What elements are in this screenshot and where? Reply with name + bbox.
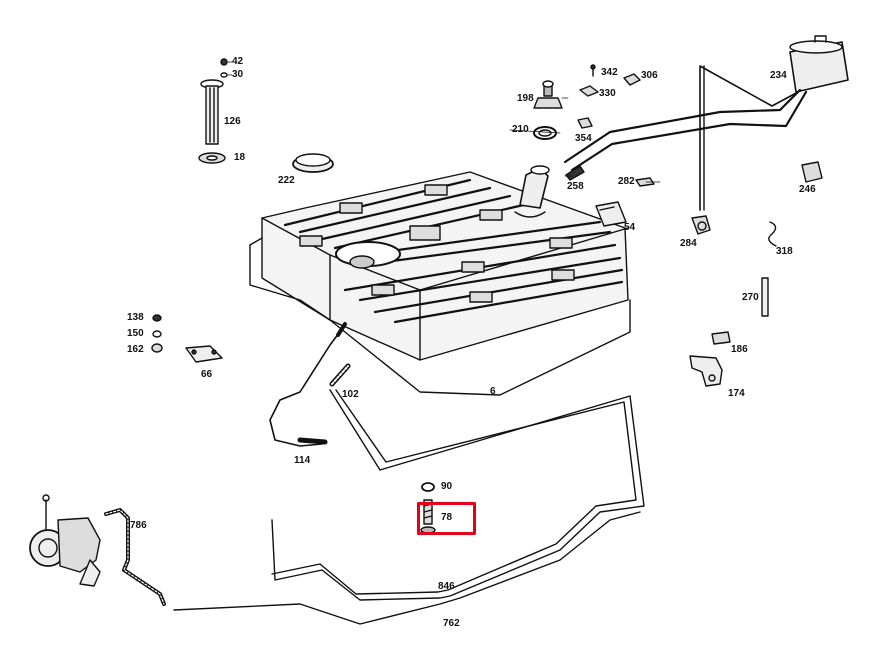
hose-piece — [329, 363, 351, 387]
leader-lines — [227, 61, 661, 183]
part-label-342: 342 — [601, 67, 618, 78]
part-label-282: 282 — [618, 176, 635, 187]
part-label-90: 90 — [441, 481, 453, 492]
small-parts-right — [595, 161, 823, 387]
part-label-318: 318 — [776, 246, 793, 257]
part-label-78: 78 — [441, 512, 453, 523]
small-fasteners-top — [577, 64, 641, 129]
part-label-270: 270 — [742, 292, 759, 303]
filler-cap — [533, 80, 563, 140]
part-label-786: 786 — [130, 520, 147, 531]
part-label-114: 114 — [294, 455, 311, 466]
fuel-sender-assembly — [198, 58, 228, 164]
part-label-210: 210 — [512, 124, 529, 135]
part-label-198: 198 — [517, 93, 534, 104]
part-label-284: 284 — [680, 238, 697, 249]
fuel-pump — [29, 494, 166, 606]
highlight-box — [417, 502, 476, 535]
part-label-54: 54 — [624, 222, 636, 233]
part-label-66: 66 — [201, 369, 213, 380]
part-label-6: 6 — [490, 386, 496, 397]
part-label-330: 330 — [599, 88, 616, 99]
small-parts-left — [151, 314, 223, 363]
part-label-222: 222 — [278, 175, 295, 186]
part-label-846: 846 — [438, 581, 455, 592]
part-label-18: 18 — [234, 152, 246, 163]
vent-canister-and-lines — [563, 35, 849, 211]
part-label-762: 762 — [443, 618, 460, 629]
fuel-tank — [249, 165, 631, 396]
fuel-lines — [173, 322, 645, 625]
part-label-246: 246 — [799, 184, 816, 195]
drain-plug-parts — [420, 482, 436, 534]
part-label-186: 186 — [731, 344, 748, 355]
tank-cap — [292, 153, 334, 173]
part-label-150: 150 — [127, 328, 144, 339]
part-label-30: 30 — [232, 69, 244, 80]
part-label-258: 258 — [567, 181, 584, 192]
part-label-102: 102 — [342, 389, 359, 400]
part-label-138: 138 — [127, 312, 144, 323]
part-label-306: 306 — [641, 70, 658, 81]
part-label-174: 174 — [728, 388, 745, 399]
part-label-126: 126 — [224, 116, 241, 127]
part-label-42: 42 — [232, 56, 244, 67]
part-label-234: 234 — [770, 70, 787, 81]
part-label-162: 162 — [127, 344, 144, 355]
part-label-354: 354 — [575, 133, 592, 144]
